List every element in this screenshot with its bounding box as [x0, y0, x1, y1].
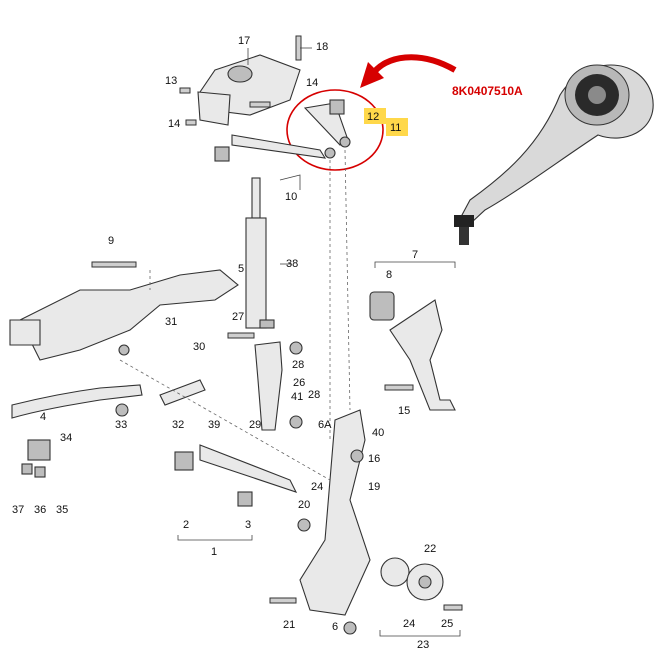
- callout-32: 32: [172, 419, 184, 431]
- callout-25: 25: [441, 618, 453, 630]
- callout-27: 27: [232, 311, 244, 323]
- callout-39: 39: [208, 419, 220, 431]
- callout-11-badge: [386, 118, 408, 136]
- upper-mount: [197, 54, 301, 126]
- stabilizer-bar: [11, 384, 143, 419]
- callout-36: 36: [34, 504, 46, 516]
- callout-numbers: 1 2 3 4 5 6 6A 7 8 9 10 11 12 13 14 14 1…: [12, 35, 453, 651]
- callout-26: 26: [293, 377, 305, 389]
- callout-5: 5: [238, 263, 244, 275]
- callout-7: 7: [412, 249, 418, 261]
- callout-1: 1: [211, 546, 217, 558]
- callout-28-lower: 28: [308, 389, 320, 401]
- callout-22: 22: [424, 543, 436, 555]
- callout-35: 35: [56, 504, 68, 516]
- callout-24-lower: 24: [403, 618, 415, 630]
- callout-12: 12: [367, 111, 379, 123]
- callout-10: 10: [285, 191, 297, 203]
- callout-12-badge: [364, 108, 386, 124]
- callout-6: 6: [332, 621, 338, 633]
- callout-20: 20: [298, 499, 310, 511]
- callout-15: 15: [398, 405, 410, 417]
- callout-4: 4: [40, 411, 46, 423]
- lower-arm-rear: [199, 444, 298, 493]
- callout-37: 37: [12, 504, 24, 516]
- callout-30: 30: [193, 341, 205, 353]
- callout-40: 40: [372, 427, 384, 439]
- callout-14-right: 14: [306, 77, 318, 89]
- callout-41: 41: [291, 391, 303, 403]
- callout-23: 23: [417, 639, 429, 651]
- callout-29: 29: [249, 419, 261, 431]
- callout-13: 13: [165, 75, 177, 87]
- callout-6a: 6A: [318, 419, 332, 431]
- callout-38: 38: [286, 258, 298, 270]
- callout-14-left: 14: [168, 118, 180, 130]
- callout-28-upper: 28: [292, 359, 304, 371]
- control-arm-photo: [454, 64, 654, 245]
- callout-9: 9: [108, 235, 114, 247]
- red-arrow-icon: [369, 54, 457, 77]
- arrow-head-icon: [360, 62, 384, 88]
- callout-3: 3: [245, 519, 251, 531]
- callout-33: 33: [115, 419, 127, 431]
- callout-31: 31: [165, 316, 177, 328]
- callout-34: 34: [60, 432, 72, 444]
- subframe: [19, 269, 239, 361]
- callout-8: 8: [386, 269, 392, 281]
- callout-18: 18: [316, 41, 328, 53]
- upper-arm-front: [231, 134, 327, 159]
- wheel-bearing: [380, 557, 410, 587]
- callout-19: 19: [368, 481, 380, 493]
- highlight-circle: [286, 89, 384, 171]
- fork: [254, 341, 283, 431]
- lower-arm-7: [389, 299, 456, 411]
- callout-11: 11: [390, 122, 401, 134]
- callout-2: 2: [183, 519, 189, 531]
- part-number-label: 8K0407510A: [452, 84, 523, 98]
- callout-16: 16: [368, 453, 380, 465]
- steering-knuckle: [299, 409, 371, 616]
- lower-arm-30: [159, 379, 206, 406]
- callout-24-upper: 24: [311, 481, 323, 493]
- callout-17: 17: [238, 35, 250, 47]
- shock-absorber: [245, 177, 275, 329]
- callout-21: 21: [283, 619, 295, 631]
